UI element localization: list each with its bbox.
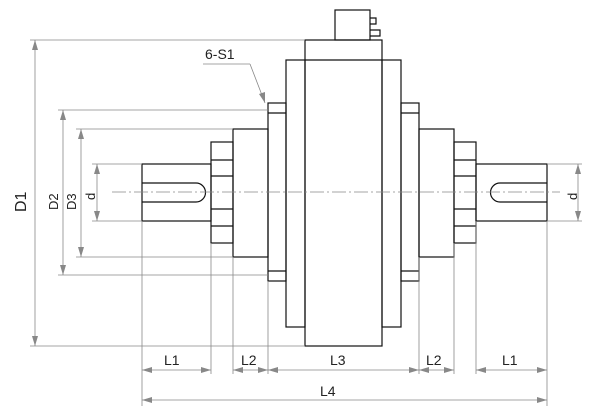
center-housing: [304, 39, 383, 347]
label-l3: L3: [330, 352, 346, 368]
top-connector: [334, 9, 381, 41]
length-extensions: [141, 221, 548, 406]
label-l2-left: L2: [241, 352, 257, 368]
label-d2: D2: [46, 193, 61, 210]
label-l4: L4: [320, 383, 336, 399]
label-d-left: d: [83, 193, 98, 200]
left-flanges: [210, 59, 306, 328]
bolt-leader: [203, 63, 266, 104]
diameter-dimension-lines: [32, 40, 581, 346]
label-bolt: 6-S1: [205, 46, 235, 62]
left-shaft: [141, 163, 212, 222]
label-l1-left: L1: [164, 352, 180, 368]
label-d3: D3: [64, 193, 79, 210]
right-shaft: [475, 163, 548, 222]
label-d-right: d: [565, 193, 580, 200]
right-flanges: [381, 59, 477, 328]
label-l1-right: L1: [502, 352, 518, 368]
diameter-extensions: [30, 39, 582, 347]
label-l2-right: L2: [426, 352, 442, 368]
length-dimension-lines: [142, 367, 547, 403]
label-d1: D1: [13, 191, 30, 212]
